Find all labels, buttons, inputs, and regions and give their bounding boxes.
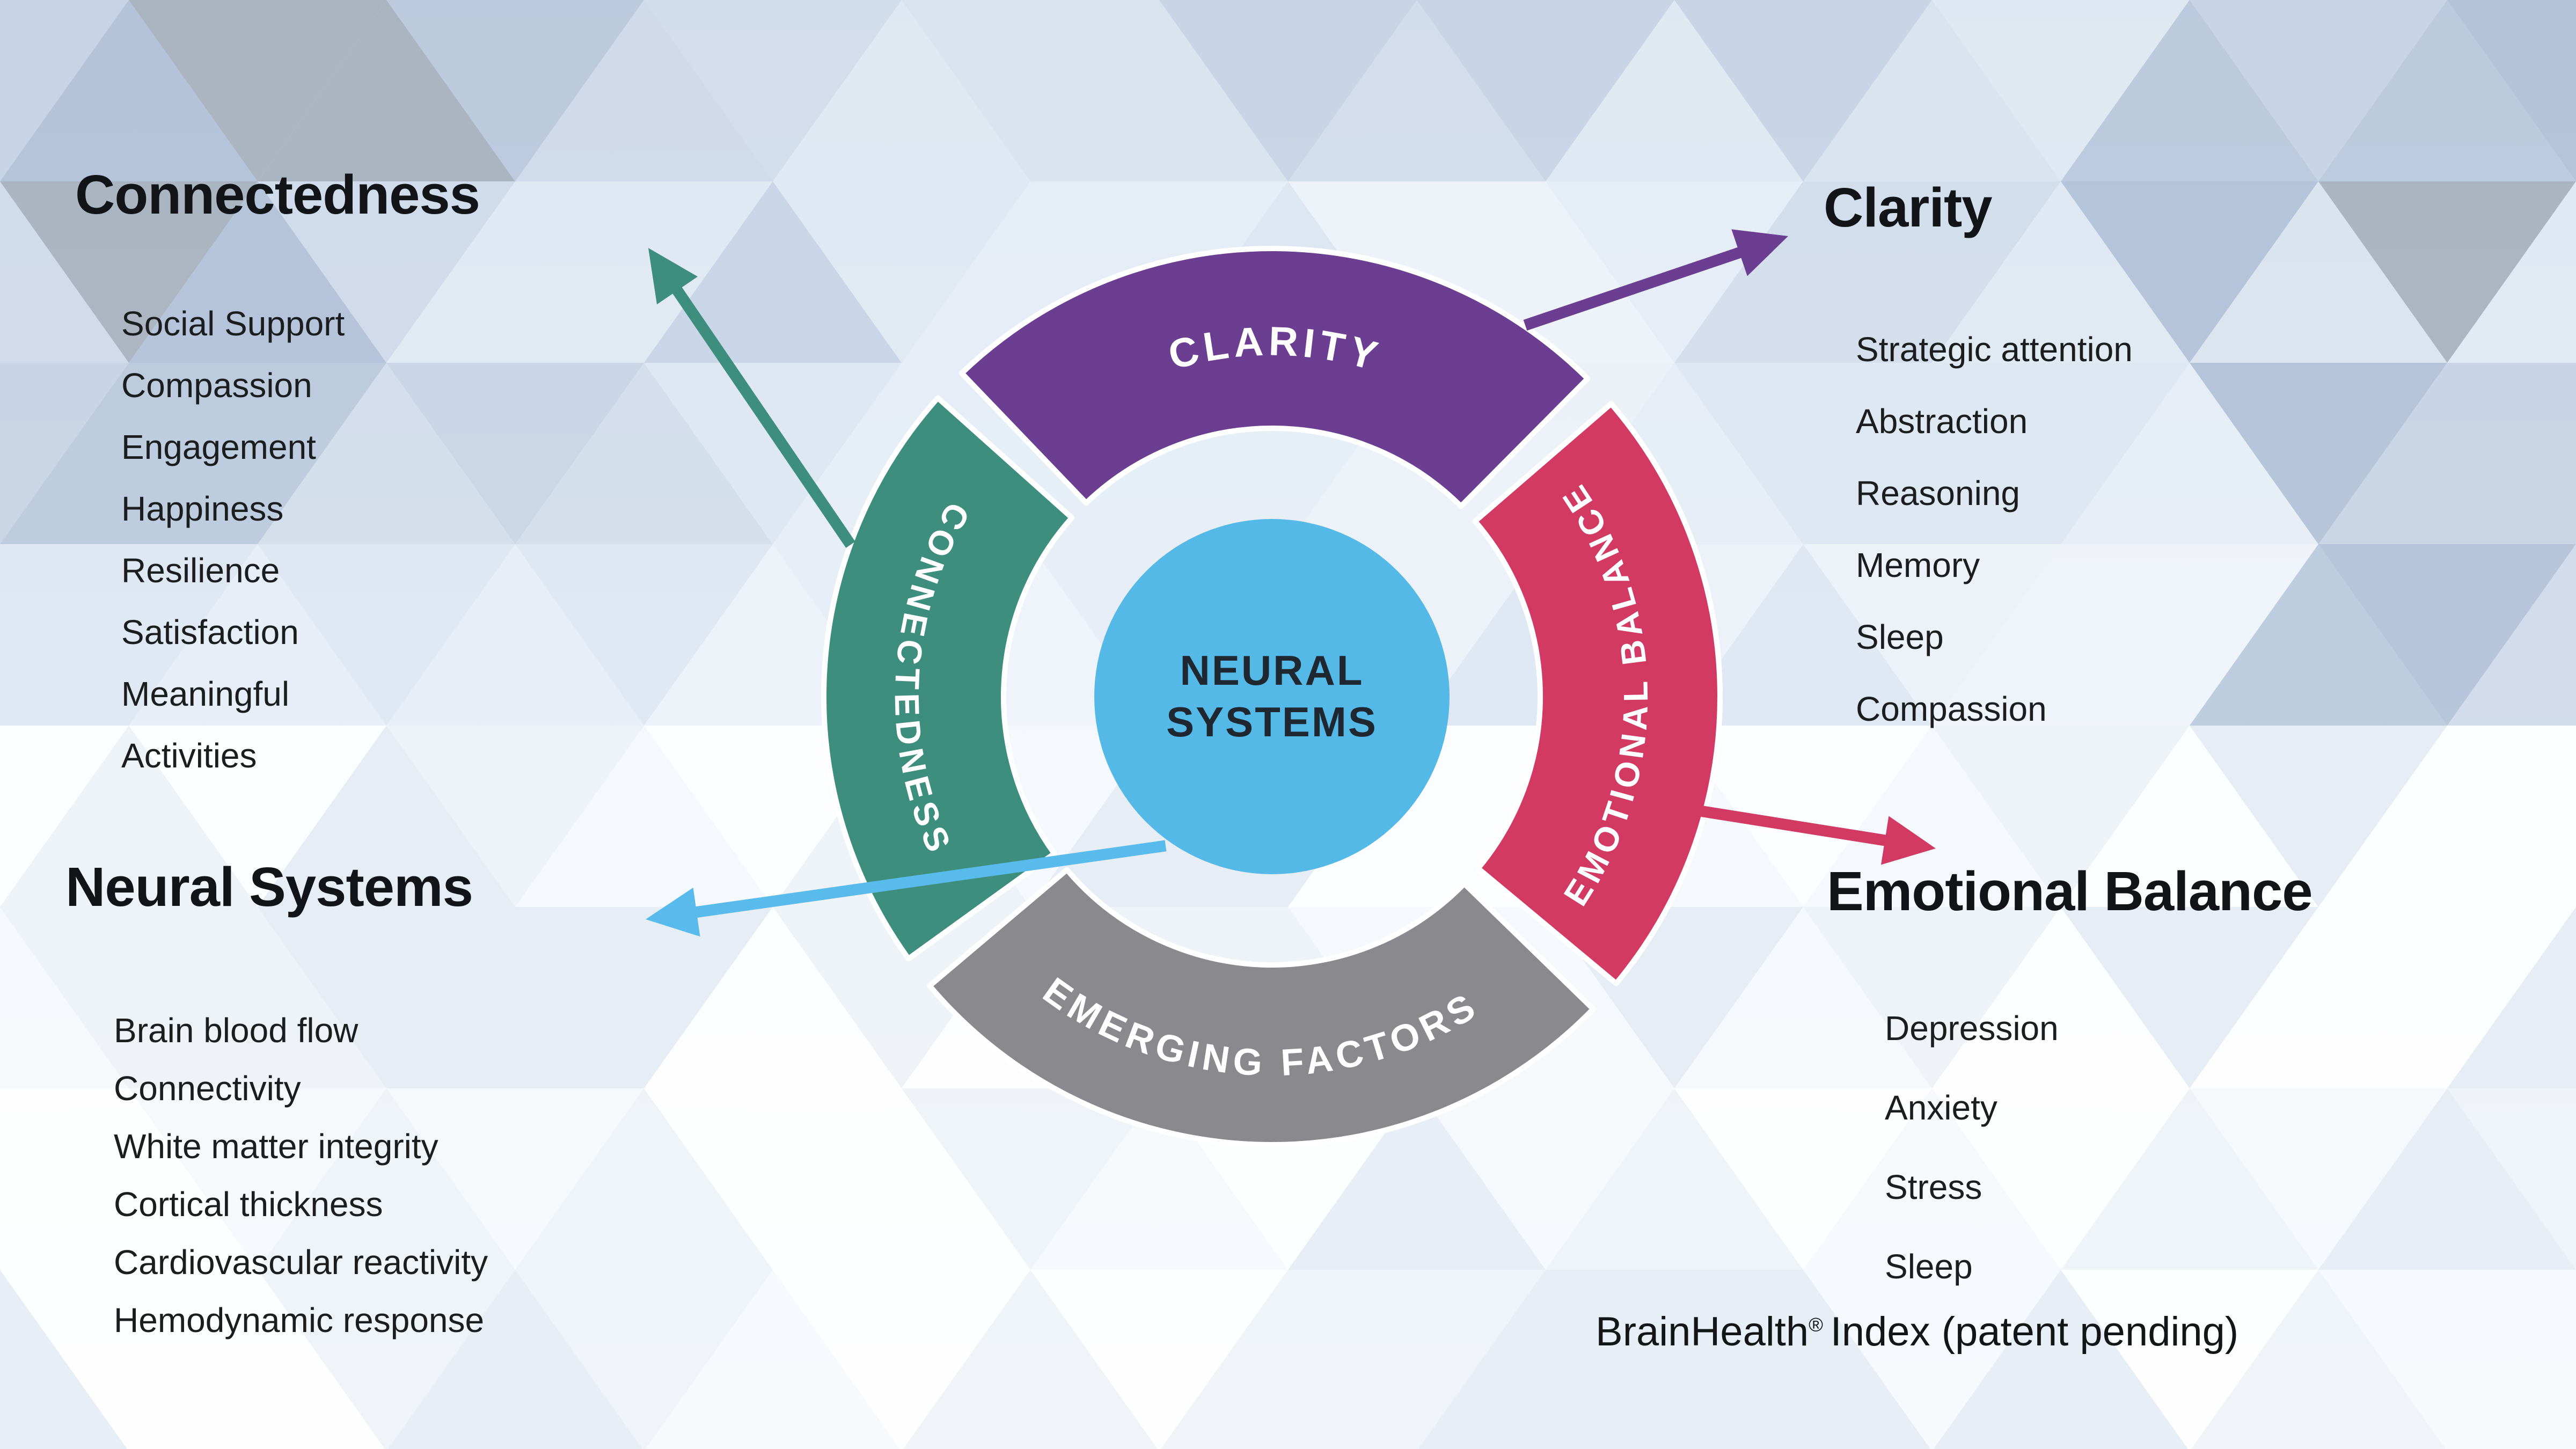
list-item: Compassion bbox=[121, 366, 312, 405]
list-item: Connectivity bbox=[114, 1069, 301, 1108]
heading-connectedness: Connectedness bbox=[75, 164, 480, 225]
list-item: Sleep bbox=[1885, 1247, 1973, 1286]
list-item: Cortical thickness bbox=[114, 1185, 383, 1224]
arrow-clarity bbox=[1523, 229, 1788, 331]
list-item: Brain blood flow bbox=[114, 1011, 358, 1050]
list-item: Sleep bbox=[1856, 618, 1944, 656]
center-label-line2: SYSTEMS bbox=[1166, 698, 1378, 745]
neural-systems-circle bbox=[1094, 519, 1450, 874]
list-item: Engagement bbox=[121, 428, 316, 466]
heading-neural-systems: Neural Systems bbox=[65, 856, 473, 918]
heading-emotional-balance: Emotional Balance bbox=[1827, 860, 2313, 922]
list-item: Meaningful bbox=[121, 675, 290, 713]
list-item: Activities bbox=[121, 736, 257, 775]
ring-segment-emotional-balance bbox=[1472, 401, 1723, 986]
list-item: Strategic attention bbox=[1856, 330, 2133, 369]
list-item: Depression bbox=[1885, 1009, 2059, 1048]
list-item: Compassion bbox=[1856, 690, 2047, 728]
footer-text: Index (patent pending) bbox=[1830, 1309, 2239, 1355]
ring-segment-connectedness bbox=[821, 395, 1075, 962]
footer-brand: BrainHealth bbox=[1596, 1309, 1809, 1355]
list-item: Hemodynamic response bbox=[114, 1301, 485, 1340]
list-item: Reasoning bbox=[1856, 474, 2020, 513]
center-label-line1: NEURAL bbox=[1180, 647, 1364, 694]
list-item: Memory bbox=[1856, 546, 1980, 584]
list-item: Stress bbox=[1885, 1168, 1982, 1206]
list-item: Social Support bbox=[121, 304, 345, 343]
list-item: Abstraction bbox=[1856, 402, 2028, 441]
list-item: Satisfaction bbox=[121, 613, 299, 652]
ring-segment-emerging-factors bbox=[927, 867, 1596, 1147]
list-item: Anxiety bbox=[1885, 1088, 1997, 1127]
list-item: White matter integrity bbox=[114, 1127, 438, 1166]
list-item: Happiness bbox=[121, 489, 284, 528]
ring-segment-clarity bbox=[959, 246, 1591, 509]
list-item: Resilience bbox=[121, 551, 280, 590]
footer-brand-line: BrainHealth® Index (patent pending) bbox=[1596, 1308, 2238, 1355]
heading-clarity: Clarity bbox=[1824, 177, 1993, 238]
registered-trademark-symbol: ® bbox=[1809, 1313, 1823, 1336]
arrow-emotional-balance bbox=[1688, 803, 1936, 865]
arrow-neural-systems bbox=[646, 840, 1167, 937]
list-item: Cardiovascular reactivity bbox=[114, 1243, 488, 1282]
arrow-connectedness bbox=[648, 248, 855, 548]
